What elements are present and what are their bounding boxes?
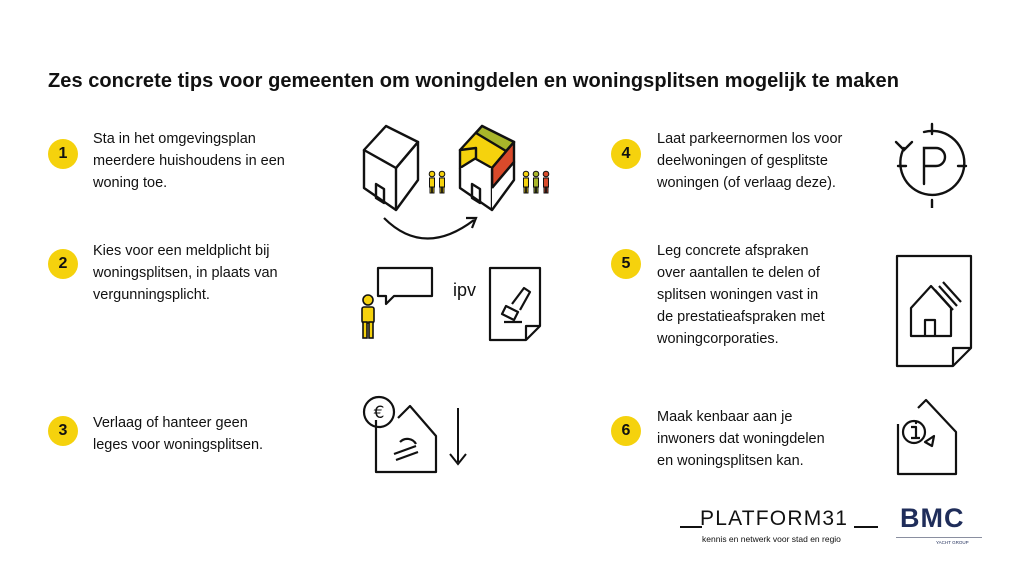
document-stamp-icon: [488, 266, 542, 342]
bmc-name: BMC: [900, 503, 965, 533]
tip-text-6: Maak kenbaar aan je inwoners dat woningd…: [657, 409, 825, 469]
platform31-name: PLATFORM31: [700, 507, 849, 530]
platform31-logo: PLATFORM31 kennis en netwerk voor stad e…: [680, 503, 880, 553]
bmc-divider: [896, 537, 982, 538]
bmc-tagline: YACHT GROUP: [936, 540, 969, 545]
tip-badge-3: 3: [48, 416, 78, 446]
platform31-line-left: [680, 526, 702, 528]
tip-badge-4: 4: [611, 139, 641, 169]
tip-text-2: Kies voor een meldplicht bij woningsplit…: [93, 243, 278, 303]
parking-icon: [894, 122, 968, 208]
tip-text-3: Verlaag of hanteer geen leges voor wonin…: [93, 415, 264, 453]
svg-text:€: €: [374, 403, 385, 423]
info-house-icon: [896, 398, 958, 476]
page-title: Zes concrete tips voor gemeenten om woni…: [48, 70, 899, 92]
bmc-logo: BMC YACHT GROUP: [896, 503, 986, 553]
tip-text-5: Leg concrete afspraken over aantallen te…: [657, 243, 825, 347]
platform31-tagline: kennis en netwerk voor stad en regio: [702, 534, 841, 544]
platform31-line-right: [854, 526, 878, 528]
arrow-down-icon: [449, 408, 467, 466]
house-split-icon: [362, 124, 550, 240]
person-speech-icon: [361, 266, 434, 339]
tip-badge-1: 1: [48, 139, 78, 169]
document-house-icon: [895, 254, 973, 368]
tip-text-1: Sta in het omgevingsplan meerdere huisho…: [93, 131, 285, 191]
tip-text-4: Laat parkeernormen los voor deelwoningen…: [657, 131, 843, 191]
tip-badge-6: 6: [611, 416, 641, 446]
tip-badge-5: 5: [611, 249, 641, 279]
tip-badge-2: 2: [48, 249, 78, 279]
ipv-label: ipv: [453, 280, 477, 300]
euro-house-icon: €: [362, 395, 438, 474]
